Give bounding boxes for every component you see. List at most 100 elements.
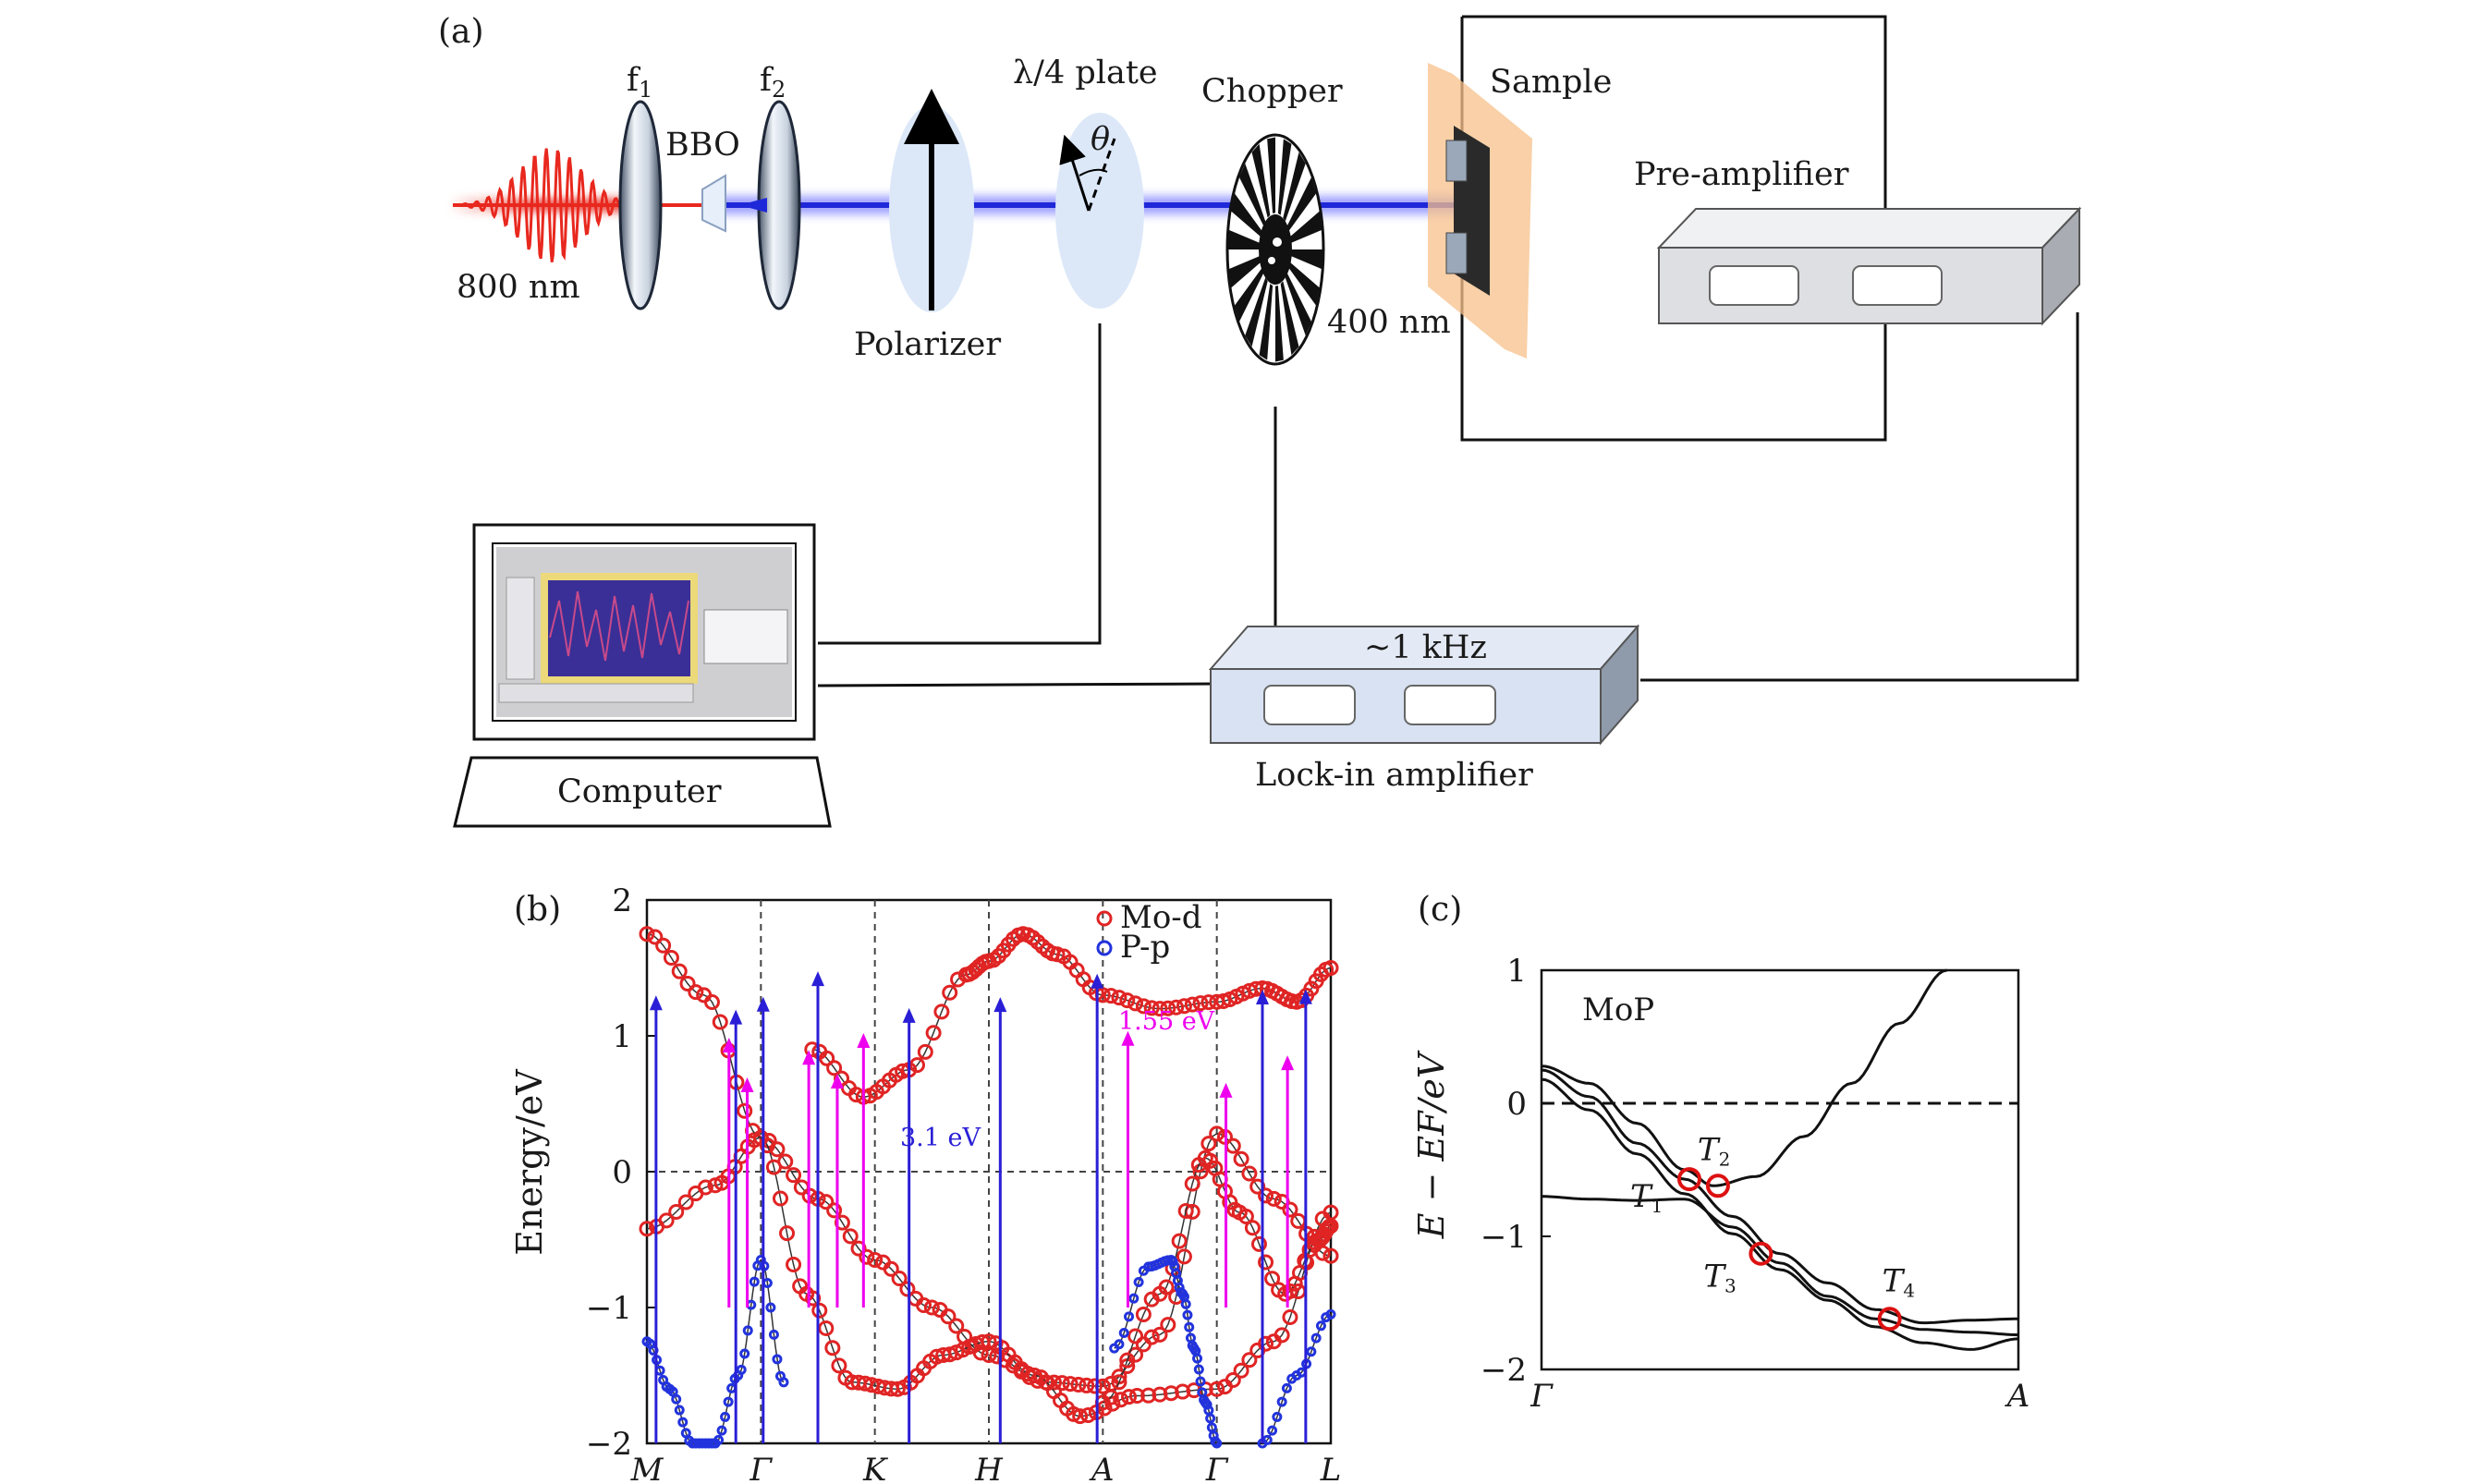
band-point-mo-d [1249,1178,1266,1195]
panel-c-ylabel: E − EF/eV [1411,1050,1452,1239]
panel-b-ylabel: Energy/eV [509,1069,550,1256]
lens-f2-label: f2 [760,62,786,103]
legend-mo-d: Mo-d [1120,899,1202,936]
band-point-p-p [671,1393,682,1405]
band-point-mo-d [1250,1235,1267,1252]
band-point-mo-d [1244,1220,1261,1236]
band-point-mo-d [933,1004,950,1020]
band-point-mo-d [1111,1374,1127,1391]
band-point-mo-d [679,975,696,991]
band-point-mo-d [917,1043,933,1060]
band-point-p-p [1276,1396,1287,1407]
crossing-marker-t2 [1705,1174,1730,1198]
band-point-mo-d [786,1256,802,1272]
transition-1p55ev-arrow-head [1121,1030,1135,1046]
band-point-mo-d [1049,946,1066,963]
transition-1p55ev-arrow-head [802,1050,816,1065]
chopper-blade [1286,176,1317,232]
panel-b-ytick: −1 [586,1290,632,1327]
band-point-mo-d [688,984,704,1001]
bbo-crystal-icon [701,174,726,233]
waveplate-computer-wire [818,323,1102,645]
transition-3p1ev-arrow-head [811,971,824,987]
band-point-mo-d [1241,1165,1258,1182]
band-point-mo-d [1113,1392,1129,1408]
band-point-mo-d [1192,995,1209,1012]
band-point-mo-d [859,1248,875,1265]
panel-a: (a) 800 nm f1 BBO f2 Polarizer θ [438,13,2082,828]
band-point-mo-d [891,1271,908,1287]
panel-b-ytick: −2 [586,1426,632,1463]
band-point-mo-d [826,1060,843,1077]
band-point-mo-d [1200,994,1217,1011]
chopper-blade [1283,152,1306,222]
band-point-mo-d [867,1252,884,1269]
band-point-mo-d [940,1308,957,1325]
panel-c-band-1 [1541,1068,2018,1325]
band-point-mo-d [942,1346,958,1363]
band-point-mo-d [1209,1125,1225,1142]
chopper-blade [1280,281,1299,356]
band-point-mo-d [1177,1202,1194,1219]
waveplate-label: λ/4 plate [1013,55,1158,91]
band-point-mo-d [639,926,655,943]
band-point-mo-d [889,1381,906,1397]
band-point-mo-d [1062,1376,1079,1393]
transition-3p1ev-arrow-head [902,1007,916,1023]
band-point-mo-d [1192,1163,1209,1180]
band-point-mo-d [805,1290,822,1307]
band-point-p-p [772,1354,783,1365]
crossing-label-t2: T2 [1698,1131,1730,1170]
panel-c-ytick: −1 [1481,1219,1527,1256]
band-point-p-p [1310,1332,1322,1344]
band-point-mo-d [712,1014,728,1030]
band-point-p-p [1315,1320,1326,1332]
band-point-mo-d [850,1240,867,1257]
band-point-mo-d [831,1357,847,1374]
screen-sidebar [506,577,535,680]
band-point-p-p [742,1325,753,1336]
lens-f1-label: f1 [627,62,652,103]
band-point-mo-d [1258,1335,1274,1352]
transition-3p1ev-arrow-head [1298,989,1312,1004]
band-point-mo-d [1258,1187,1274,1204]
legend-marker-mo-d [1096,910,1113,927]
chopper-blade [1228,255,1261,288]
band-point-mo-d [842,1228,859,1245]
band-point-p-p [768,1329,779,1340]
panel-a-label: (a) [438,13,484,51]
chopper-blade [1289,211,1322,244]
band-point-mo-d [759,1137,775,1154]
band-point-mo-d [1184,996,1200,1013]
transition-1p55ev-arrow-head [857,1033,871,1049]
band-point-mo-d [1152,1001,1168,1017]
panel-c-band-3 [1542,1195,2019,1337]
band-point-p-p [713,1434,725,1445]
panel-b-ytick: 2 [612,882,632,919]
band-point-mo-d [1143,1329,1160,1345]
band-point-mo-d [663,949,679,966]
band-point-mo-d [655,937,672,954]
panel-c-band-0 [1541,968,1947,1187]
chopper-label: Chopper [1201,73,1343,110]
band-point-mo-d [671,963,688,979]
band-point-p-p [1192,1353,1203,1364]
band-point-p-p [739,1348,750,1359]
band-point-mo-d [1322,1218,1339,1235]
band-point-p-p [720,1411,731,1422]
band-point-p-p [1167,1256,1178,1267]
screen-trace [549,590,689,662]
band-point-mo-d [1143,1000,1160,1016]
band-point-p-p [1182,1309,1193,1320]
crossing-marker-t4 [1877,1307,1902,1332]
band-point-p-p [1180,1298,1191,1309]
chopper-blade [1231,193,1262,237]
panel-c-ytick: 0 [1506,1086,1527,1123]
band-point-mo-d [1233,1362,1249,1379]
crossing-label-t4: T4 [1883,1262,1915,1301]
panel-b-legend: Mo-d P-p [1096,899,1202,966]
band-point-mo-d [899,1281,916,1297]
band-point-mo-d [819,1050,835,1066]
